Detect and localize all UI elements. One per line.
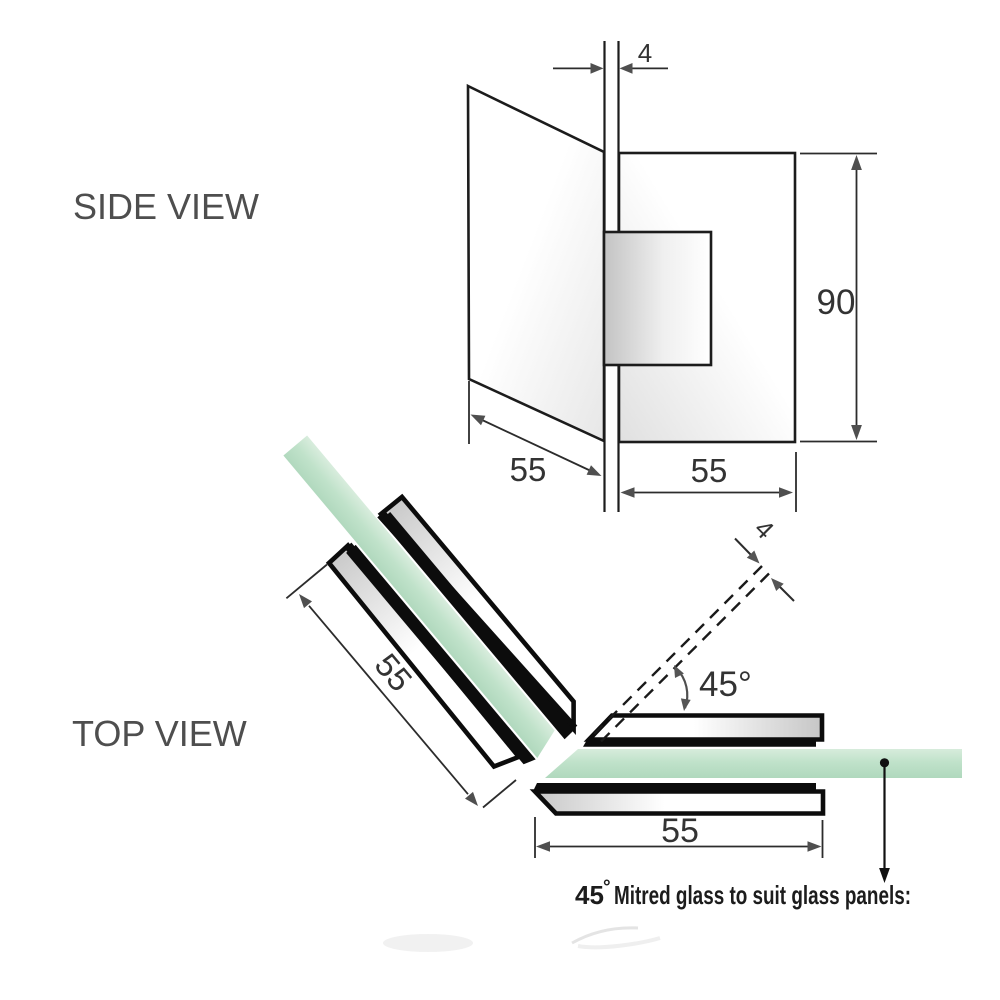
- svg-text:Mitred glass to suit glass pan: Mitred glass to suit glass panels:: [614, 880, 911, 910]
- svg-text:4: 4: [638, 38, 652, 68]
- svg-text:55: 55: [661, 812, 699, 850]
- svg-text:SIDE VIEW: SIDE VIEW: [73, 186, 259, 227]
- svg-text:45°: 45°: [699, 665, 752, 704]
- svg-text:55: 55: [510, 451, 547, 488]
- svg-text:°: °: [603, 877, 611, 898]
- svg-text:4: 4: [749, 513, 780, 544]
- svg-text:45: 45: [575, 880, 604, 910]
- svg-text:TOP VIEW: TOP VIEW: [72, 713, 247, 754]
- svg-text:55: 55: [691, 452, 728, 489]
- svg-text:90: 90: [817, 283, 856, 322]
